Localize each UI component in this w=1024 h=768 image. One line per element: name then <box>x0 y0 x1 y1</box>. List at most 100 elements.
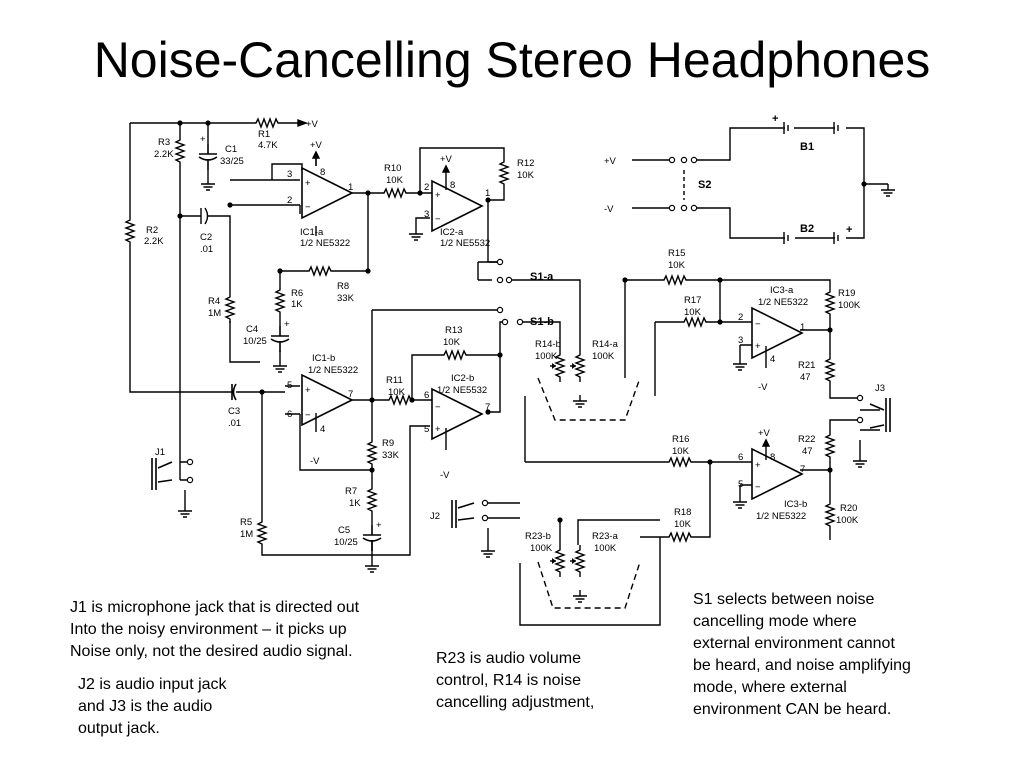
opamp-plus: + <box>435 190 441 201</box>
label-C5: C5 <box>338 525 350 536</box>
pin-label: 8 <box>770 452 775 463</box>
label-IC1a: IC1-a <box>300 227 324 238</box>
label-R23b: R23-b <box>525 531 551 542</box>
label-R17: R17 <box>684 295 701 306</box>
value-R20: 100K <box>836 515 859 526</box>
pin-label: 6 <box>424 390 429 401</box>
value-R4: 1M <box>208 308 221 319</box>
opamp-minus: − <box>305 410 311 421</box>
label-R1: R1 <box>258 129 270 140</box>
pin-label: 6 <box>287 409 292 420</box>
value-R12: 10K <box>517 170 535 181</box>
label-R16: R16 <box>672 434 689 445</box>
label-R14b: R14-b <box>535 339 561 350</box>
label-R9: R9 <box>382 438 394 449</box>
pin-label: 7 <box>800 464 805 475</box>
value-R11: 10K <box>388 387 406 398</box>
label-R6: R6 <box>291 288 303 299</box>
value-C3: .01 <box>228 418 241 429</box>
label-R12: R12 <box>517 158 534 169</box>
label-IC2b: IC2-b <box>451 373 474 384</box>
value-R23a: 100K <box>594 543 617 554</box>
opamp-minus: − <box>755 482 761 493</box>
label-R21: R21 <box>798 360 815 371</box>
opamp-plus: + <box>755 460 761 471</box>
rail-label: -V <box>310 456 320 467</box>
rail-label: +V <box>310 140 323 151</box>
pin-label: 6 <box>738 452 743 463</box>
label-R20: R20 <box>840 503 857 514</box>
value-R6: 1K <box>291 299 303 310</box>
rail-label: +V <box>604 156 617 167</box>
value-R18: 10K <box>674 519 692 530</box>
value-R10: 10K <box>386 175 404 186</box>
battery-plus: + <box>846 224 852 236</box>
pin-label: 5 <box>738 479 743 490</box>
pin-label: 3 <box>287 169 292 180</box>
pin-label: 1 <box>348 182 353 193</box>
opamp-minus: − <box>435 402 441 413</box>
value-R23b: 100K <box>530 543 553 554</box>
pin-label: 3 <box>738 335 743 346</box>
pin-label: 2 <box>424 182 429 193</box>
opamp-minus: − <box>435 214 441 225</box>
label-R7: R7 <box>345 486 357 497</box>
part-IC2b: 1/2 NE5532 <box>437 385 487 396</box>
label-R4: R4 <box>208 296 220 307</box>
value-C5: 10/25 <box>334 537 358 548</box>
pin-label: 4 <box>770 354 775 365</box>
note-j2-j3: J2 is audio input jack and J3 is the aud… <box>78 676 227 737</box>
label-R5: R5 <box>240 517 252 528</box>
rail-label: +V <box>758 428 771 439</box>
pin-label: 1 <box>800 322 805 333</box>
opamp-plus: + <box>755 341 761 352</box>
label-R10: R10 <box>384 163 401 174</box>
battery-plus: + <box>772 113 778 125</box>
part-IC1a: 1/2 NE5322 <box>300 238 350 249</box>
value-R13: 10K <box>443 337 461 348</box>
pin-label: 7 <box>348 389 353 400</box>
rail-label: -V <box>758 382 768 393</box>
pin-label: 8 <box>450 180 455 191</box>
label-S1a: S1-a <box>530 271 554 283</box>
value-R15: 10K <box>668 260 686 271</box>
label-IC1b: IC1-b <box>312 353 335 364</box>
label-R18: R18 <box>674 507 691 518</box>
value-R14b: 100K <box>535 351 558 362</box>
value-R5: 1M <box>240 529 253 540</box>
label-C3: C3 <box>228 406 240 417</box>
label-J1: J1 <box>155 447 165 458</box>
opamp-minus: − <box>305 202 311 213</box>
label-B1: B1 <box>800 141 814 153</box>
label-C4: C4 <box>246 324 258 335</box>
label-R11: R11 <box>386 375 403 386</box>
opamp-plus: + <box>435 424 441 435</box>
label-R13: R13 <box>445 325 462 336</box>
part-IC2a: 1/2 NE5532 <box>440 238 490 249</box>
pin-label: 2 <box>738 312 743 323</box>
value-R17: 10K <box>684 307 702 318</box>
rail-label: +V <box>306 119 319 130</box>
pin-label: 3 <box>424 209 429 220</box>
opamp-plus: + <box>305 178 311 189</box>
rail-label: +V <box>440 154 453 165</box>
label-R3: R3 <box>158 137 170 148</box>
value-R19: 100K <box>838 300 861 311</box>
pin-label: 5 <box>287 380 292 391</box>
label-R19: R19 <box>838 288 855 299</box>
label-C2: C2 <box>200 232 212 243</box>
rail-label: -V <box>604 204 614 215</box>
value-R3: 2.2K <box>154 149 174 160</box>
pin-label: 8 <box>320 167 325 178</box>
value-C2: .01 <box>200 244 213 255</box>
value-R7: 1K <box>349 498 361 509</box>
value-C1: 33/25 <box>220 156 244 167</box>
pin-label: 5 <box>424 424 429 435</box>
value-C4: 10/25 <box>243 336 267 347</box>
note-s1: S1 selects between noise cancelling mode… <box>693 591 911 718</box>
value-R8: 33K <box>337 293 355 304</box>
label-S1b: S1-b <box>530 316 554 328</box>
opamp-minus: − <box>755 319 761 330</box>
value-R2: 2.2K <box>144 236 164 247</box>
